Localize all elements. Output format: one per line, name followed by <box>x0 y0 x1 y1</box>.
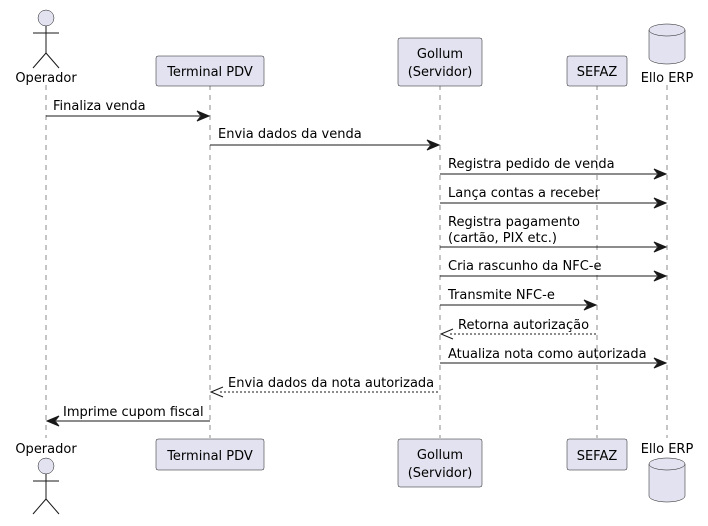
message-label: Envia dados da venda <box>218 127 362 142</box>
participant-label: SEFAZ <box>577 65 618 80</box>
database-icon <box>648 23 686 65</box>
message-2: Envia dados da venda <box>210 127 441 151</box>
participant-label: Terminal PDV <box>166 449 253 464</box>
message-label: Atualiza nota como autorizada <box>448 347 647 362</box>
participant-pdv-bottom: Terminal PDV <box>155 438 265 471</box>
message-label-line2: (cartão, PIX etc.) <box>448 231 557 246</box>
message-11: Imprime cupom fiscal <box>45 405 210 427</box>
message-label: Finaliza venda <box>53 99 146 114</box>
participant-gollum-bottom: Gollum (Servidor) <box>397 438 483 488</box>
participant-label: Operador <box>15 442 77 457</box>
participant-label: SEFAZ <box>577 449 618 464</box>
arrow-head-icon <box>439 328 454 340</box>
message-3: Registra pedido de venda <box>440 157 668 180</box>
message-label: Registra pedido de venda <box>448 157 615 172</box>
message-1: Finaliza venda <box>46 99 211 122</box>
participant-label: Ello ERP <box>641 71 694 86</box>
actor-icon <box>32 9 60 69</box>
participant-pdv-top: Terminal PDV <box>155 55 265 87</box>
arrow-head-icon <box>653 357 668 369</box>
participant-label: Ello ERP <box>641 442 694 457</box>
arrow-head-icon <box>196 110 211 122</box>
participant-gollum-top: Gollum (Servidor) <box>397 37 483 87</box>
participant-label: Operador <box>15 71 77 86</box>
arrow-head-icon <box>583 299 598 311</box>
message-9: Atualiza nota como autorizada <box>440 347 668 369</box>
arrow-head-icon <box>653 270 668 282</box>
message-label: Cria rascunho da NFC-e <box>448 259 602 274</box>
participant-sefaz-top: SEFAZ <box>566 55 628 87</box>
message-10: Envia dados da nota autorizada <box>209 376 440 398</box>
message-label: Envia dados da nota autorizada <box>228 376 434 391</box>
message-4: Lança contas a receber <box>440 186 668 209</box>
arrow-head-icon <box>426 139 441 151</box>
message-label: Retorna autorização <box>458 318 589 333</box>
arrow-head-icon <box>209 386 224 398</box>
database-icon <box>648 457 686 503</box>
participant-label-line2: (Servidor) <box>408 466 473 481</box>
actor-icon <box>32 457 60 515</box>
message-label: Lança contas a receber <box>448 186 601 201</box>
participant-label-line1: Gollum <box>417 448 463 463</box>
participant-label-line2: (Servidor) <box>408 65 473 80</box>
participant-label: Terminal PDV <box>166 65 253 80</box>
message-6: Cria rascunho da NFC-e <box>440 259 668 282</box>
message-label: Transmite NFC-e <box>447 288 555 303</box>
participant-ello-top: Ello ERP <box>641 23 694 86</box>
participant-sefaz-bottom: SEFAZ <box>566 438 628 471</box>
message-label-line1: Registra pagamento <box>448 215 580 230</box>
participant-label-line1: Gollum <box>417 47 463 62</box>
arrow-head-icon <box>653 168 668 180</box>
participant-operador-bottom: Operador <box>15 442 77 515</box>
message-7: Transmite NFC-e <box>440 288 598 311</box>
arrow-head-icon <box>653 197 668 209</box>
arrow-head-icon <box>45 415 60 427</box>
message-label: Imprime cupom fiscal <box>63 405 204 420</box>
participant-ello-bottom: Ello ERP <box>641 442 694 503</box>
participant-operador-top: Operador <box>15 9 77 86</box>
message-8: Retorna autorização <box>439 318 597 340</box>
arrow-head-icon <box>653 241 668 253</box>
message-5: Registra pagamento (cartão, PIX etc.) <box>440 215 668 253</box>
